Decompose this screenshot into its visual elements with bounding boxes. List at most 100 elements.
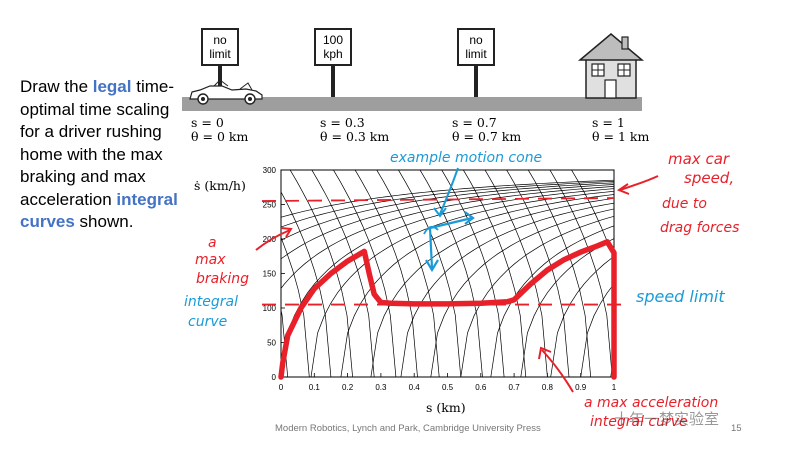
- brake-integral-curve: [311, 170, 375, 377]
- integral-curves: [281, 170, 614, 377]
- text-part: shown.: [74, 212, 134, 231]
- y-tick-label: 300: [263, 166, 277, 175]
- brake-integral-curve: [462, 170, 527, 377]
- brake-integral-curve: [333, 170, 397, 377]
- y-tick-label: 100: [263, 304, 277, 313]
- accel-integral-curve: [400, 202, 614, 377]
- max-car-speed-annotation: max car speed, due to drag forces: [616, 150, 739, 236]
- brake-integral-curve: [281, 191, 332, 377]
- sign-text: limit: [465, 47, 487, 61]
- max-car-speed-text: speed,: [684, 169, 734, 187]
- x-tick-label: 0.9: [575, 383, 587, 392]
- y-tick-label: 50: [267, 339, 276, 348]
- text-part: time-optimal time scaling for a driver r…: [20, 77, 174, 209]
- house-icon: [577, 33, 645, 99]
- max-braking-annotation: a max braking integral curve: [184, 227, 293, 330]
- cone-accel-arrow: [429, 216, 473, 230]
- marker-theta-1: θ = 1 km: [592, 129, 649, 144]
- brake-integral-curve: [484, 170, 548, 377]
- x-axis-label: s (km): [426, 400, 466, 415]
- sign-text: limit: [209, 47, 231, 61]
- integral-curve-text: integral: [184, 294, 238, 310]
- sign-text: no: [469, 33, 483, 47]
- accel-integral-curve: [310, 190, 614, 377]
- y-tick-label: 150: [263, 270, 277, 279]
- brake-integral-curve: [376, 170, 440, 377]
- x-tick-label: 1: [612, 383, 617, 392]
- road-illustration: no limit 100 kph no limit: [182, 28, 649, 144]
- brake-integral-curve: [289, 170, 353, 377]
- accel-integral-curve: [460, 215, 614, 377]
- x-tick-label: 0.2: [342, 383, 354, 392]
- max-car-speed-line: [261, 197, 615, 202]
- marker-s-0: s = 0: [191, 115, 224, 130]
- brake-integral-curve: [571, 170, 614, 262]
- braking-text: braking: [196, 271, 249, 287]
- car-icon: [189, 79, 263, 105]
- x-tick-label: 0.7: [509, 383, 521, 392]
- optimal-time-scaling-path: [278, 239, 617, 380]
- max-accel-text: integral curve: [590, 414, 688, 430]
- sign-text: no: [213, 33, 227, 47]
- x-tick-label: 0: [279, 383, 284, 392]
- x-tick-label: 0.6: [475, 383, 487, 392]
- x-tick-label: 0.8: [542, 383, 554, 392]
- max-accel-text: a max acceleration: [584, 395, 718, 411]
- drag-text: due to: [662, 196, 707, 212]
- accel-integral-curve: [281, 185, 614, 289]
- speed-limit-annotation: speed limit: [636, 287, 725, 306]
- accel-integral-curve: [520, 238, 614, 377]
- motion-cone-label: example motion cone: [390, 150, 542, 166]
- accel-integral-curve: [370, 197, 614, 377]
- drag-text: drag forces: [660, 220, 739, 236]
- brake-integral-curve: [354, 170, 418, 377]
- max-accel-annotation: a max acceleration integral curve: [538, 346, 718, 430]
- brake-integral-curve: [549, 170, 613, 377]
- watermark: 十年一梦实验室: [614, 411, 719, 428]
- footer-citation: Modern Robotics, Lynch and Park, Cambrid…: [275, 423, 541, 434]
- y-axis-label: ṡ (km/h): [194, 178, 246, 193]
- marker-theta-0: θ = 0 km: [191, 129, 248, 144]
- x-tick-label: 0.5: [442, 383, 454, 392]
- motion-cone-annotation: example motion cone: [390, 150, 542, 273]
- accel-integral-curve: [281, 179, 614, 218]
- accel-integral-curve: [281, 181, 614, 228]
- text-part: Draw the: [20, 77, 93, 96]
- sign-no-limit-2: no limit: [457, 28, 495, 97]
- motion-cone-pointer: [439, 167, 459, 215]
- accel-integral-curve: [281, 184, 614, 260]
- sign-text: kph: [323, 47, 342, 61]
- marker-s-03: s = 0.3: [320, 115, 365, 130]
- x-tick-label: 0.4: [409, 383, 421, 392]
- accel-integral-curve: [281, 188, 614, 377]
- integral-curve-text: curve: [188, 314, 227, 330]
- braking-text: max: [195, 252, 226, 268]
- integral-curves-highlight: integral curves: [20, 189, 178, 232]
- brake-integral-curve: [397, 170, 462, 377]
- x-tick-label: 0.1: [309, 383, 321, 392]
- brake-integral-curve: [441, 170, 505, 377]
- legal-highlight: legal: [92, 77, 132, 96]
- accel-integral-curve: [281, 182, 614, 241]
- sign-text: 100: [323, 33, 343, 47]
- accel-integral-curve: [490, 225, 614, 377]
- limit-lines: [261, 197, 628, 306]
- marker-s-07: s = 0.7: [452, 115, 497, 130]
- page-number: 15: [731, 423, 742, 434]
- x-tick-label: 0.3: [375, 383, 387, 392]
- marker-s-1: s = 1: [592, 115, 625, 130]
- speed-limit-text: speed limit: [636, 287, 725, 306]
- y-tick-label: 250: [263, 201, 277, 210]
- road: [182, 97, 642, 111]
- brake-integral-curve: [506, 170, 570, 377]
- slide-description: Draw the legal time-optimal time scaling…: [20, 76, 190, 234]
- brake-integral-curve: [281, 236, 310, 377]
- braking-text: a: [208, 235, 217, 251]
- brake-integral-curve: [419, 170, 483, 377]
- max-car-speed-text: max car: [668, 150, 730, 168]
- cone-brake-arrow: [428, 227, 434, 269]
